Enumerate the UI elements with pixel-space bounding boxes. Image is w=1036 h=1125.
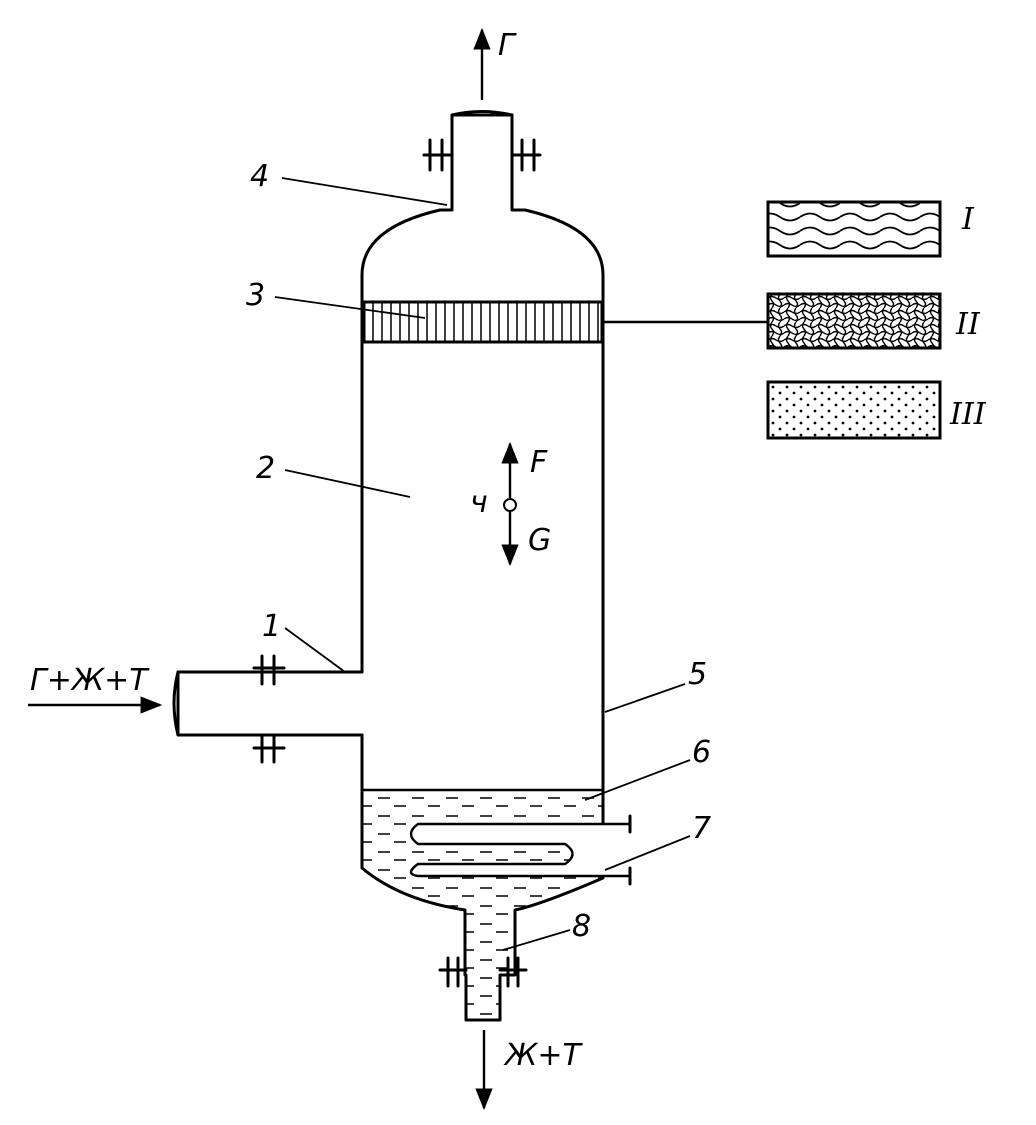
force-f-label: F [530,445,548,480]
vessel-body [360,113,605,1022]
force-g-label: G [528,523,551,558]
packing-type-3: III [949,397,987,432]
leader-lines [274,177,691,951]
packing-sample-wavy [766,200,942,258]
particle-label: ч [470,485,488,520]
packing-sample-granular [766,380,942,440]
part-number-2: 2 [256,451,275,486]
top-nozzle-edge [450,110,514,117]
inlet-label: Г+Ж+Т [30,663,150,698]
part-number-4: 4 [250,159,269,194]
inlet-pipe-end [172,670,180,737]
packing-type-2: II [955,307,981,342]
heating-coil [409,822,630,878]
flange-top [422,138,542,172]
flange-inlet [252,654,286,764]
packing-type-1: I [961,202,975,237]
mist-eliminator-packing [362,300,604,344]
liquid-layer [362,790,603,1020]
part-number-3: 3 [246,278,265,313]
part-number-6: 6 [692,735,711,770]
flange-bottom [438,956,528,988]
particle-icon [503,498,517,512]
inlet-pipe [176,670,364,737]
gas-out-label: Г [498,28,517,63]
packing-sample-mesh [766,292,942,350]
outlet-label: Ж+Т [503,1038,583,1073]
part-number-1: 1 [262,609,281,644]
part-number-5: 5 [688,657,707,692]
part-number-8: 8 [572,909,591,944]
part-number-7: 7 [692,811,711,846]
